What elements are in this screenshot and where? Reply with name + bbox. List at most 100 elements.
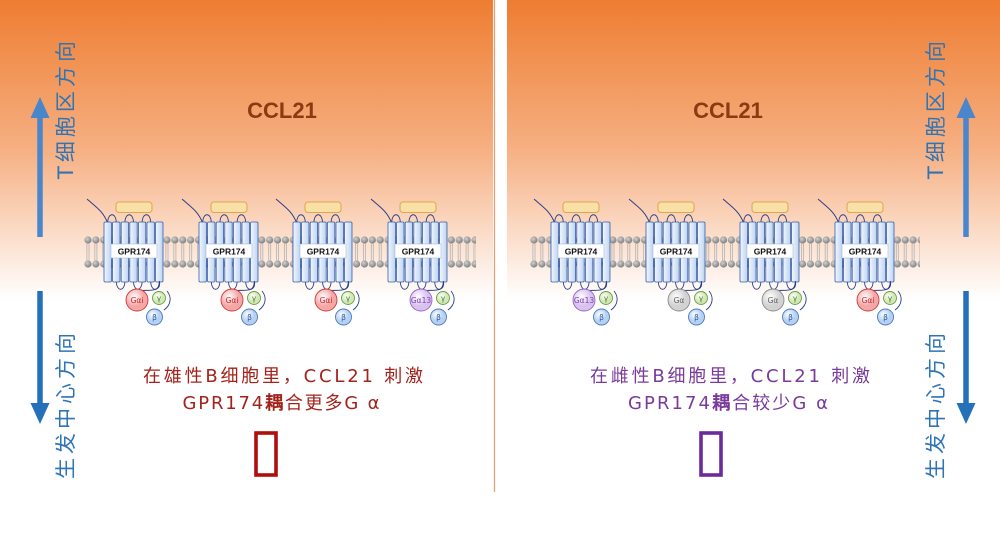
- caption-line-2-emphasis: 耦: [712, 392, 730, 414]
- transmembrane-helix: [739, 221, 748, 283]
- extracellular-loop: [838, 214, 848, 224]
- g-gamma-subunit: [436, 291, 450, 305]
- receptor-label-box: [841, 243, 889, 259]
- g-alpha-label: Gαi: [320, 296, 333, 305]
- g-alpha-subunit: [572, 288, 596, 312]
- receptor-label-box: [299, 243, 347, 259]
- g-beta-label: β: [694, 313, 699, 322]
- g-protein-anchor: [705, 290, 713, 311]
- extracellular-loop: [683, 214, 694, 224]
- g-alpha-label: Gαi: [131, 296, 144, 305]
- g-beta-label: β: [436, 313, 441, 322]
- bound-chemokine: [210, 201, 248, 213]
- g-gamma-label: γ: [346, 294, 351, 303]
- extracellular-loop: [855, 214, 865, 224]
- g-beta-label: β: [883, 313, 888, 322]
- extracellular-loop: [588, 214, 599, 224]
- receptor-label-box: [652, 243, 700, 259]
- intracellular-loop: [657, 280, 668, 290]
- caption-line-2-end: 合更多G α: [285, 393, 380, 414]
- g-alpha-label: Gα13: [411, 296, 432, 305]
- caption-line-1: 在雄性B细胞里，CCL21 刺激: [143, 366, 423, 387]
- bound-chemokine: [562, 201, 600, 213]
- g-gamma-subunit: [788, 291, 802, 305]
- caption-line-2-emphasis: 耦: [265, 392, 283, 414]
- n-terminus: [722, 198, 745, 224]
- extracellular-loop: [124, 214, 134, 224]
- receptor-label: GPR174: [118, 246, 151, 256]
- caption-line-2-end: 合较少G α: [732, 393, 828, 414]
- g-gamma-subunit: [152, 291, 166, 305]
- g-gamma-subunit: [694, 291, 708, 305]
- bound-chemokine: [115, 201, 153, 213]
- g-protein-anchor: [799, 290, 807, 311]
- transmembrane-helix: [550, 221, 559, 283]
- g-beta-subunit: [146, 308, 163, 326]
- g-protein-anchor: [352, 290, 360, 311]
- g-beta-subunit: [241, 308, 258, 326]
- n-terminus: [181, 198, 204, 224]
- g-beta-subunit: [877, 308, 894, 326]
- receptor-label-box: [557, 243, 605, 259]
- n-terminus: [628, 198, 651, 224]
- receptor-label: GPR174: [402, 246, 435, 256]
- g-alpha-subunit: [761, 288, 785, 312]
- extracellular-loop: [408, 214, 418, 224]
- g-alpha-label: Gαi: [226, 296, 239, 305]
- arrow-up-head: [956, 97, 976, 118]
- g-alpha-subunit: [667, 288, 691, 312]
- receptor-row-female: GPR174βγGα13GPR174βγGαGPR174βγGαGPR174βγ…: [533, 198, 902, 326]
- g-protein-complex: β γ Gαi: [314, 288, 355, 326]
- extracellular-loop: [571, 214, 581, 224]
- receptor-label: GPR174: [660, 246, 693, 256]
- g-protein-anchor: [894, 290, 902, 311]
- extracellular-loop: [425, 214, 436, 224]
- caption-line-2-start: GPR174: [628, 393, 710, 414]
- receptor-label-box: [746, 243, 794, 259]
- receptor-label-box: [110, 243, 158, 259]
- caption-line-2-start: GPR174: [183, 393, 264, 414]
- n-terminus: [370, 198, 393, 224]
- g-alpha-label: Gα: [768, 296, 779, 305]
- extracellular-loop: [202, 214, 212, 224]
- transmembrane-helix: [103, 221, 112, 283]
- g-protein-anchor: [163, 290, 171, 311]
- g-gamma-label: γ: [699, 294, 704, 303]
- extracellular-loop: [666, 214, 676, 224]
- g-gamma-subunit: [341, 291, 355, 305]
- transmembrane-helix: [387, 221, 396, 283]
- bound-chemokine: [657, 201, 695, 213]
- intracellular-loop: [304, 280, 315, 290]
- extracellular-loop: [649, 214, 659, 224]
- n-terminus: [275, 198, 298, 224]
- bound-chemokine: [751, 201, 789, 213]
- arrow-down-head: [956, 403, 976, 424]
- g-alpha-subunit: [409, 288, 433, 312]
- g-gamma-label: γ: [888, 294, 893, 303]
- g-alpha-subunit: [220, 288, 244, 312]
- g-gamma-label: γ: [252, 294, 257, 303]
- extracellular-loop: [743, 214, 753, 224]
- g-beta-subunit: [593, 308, 610, 326]
- g-gamma-label: γ: [157, 294, 162, 303]
- missing-glyph-box: [254, 431, 278, 477]
- bound-chemokine: [304, 201, 342, 213]
- g-beta-label: β: [341, 313, 346, 322]
- transmembrane-helix: [198, 221, 207, 283]
- extracellular-loop: [141, 214, 152, 224]
- n-terminus: [86, 198, 109, 224]
- t-zone-direction-label: T细胞区方向: [924, 41, 948, 180]
- arrow-up-head: [30, 97, 50, 118]
